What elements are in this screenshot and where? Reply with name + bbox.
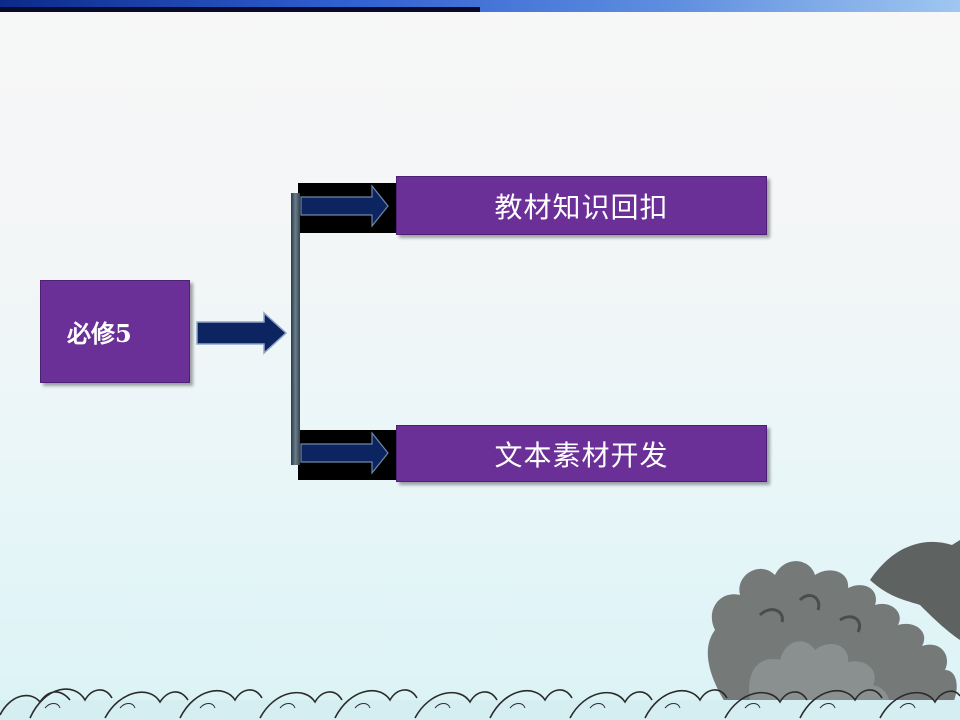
dragon-decoration-icon bbox=[707, 540, 960, 720]
main-topic-box[interactable]: 必修5 bbox=[40, 280, 190, 383]
wave-pattern-decoration bbox=[0, 688, 960, 720]
top-dark-stripe bbox=[0, 7, 480, 12]
topic-box-text-material[interactable]: 文本素材开发 bbox=[396, 425, 767, 482]
bracket-backing bbox=[298, 183, 396, 233]
bracket-bar bbox=[291, 193, 300, 465]
topic-label: 文本素材开发 bbox=[494, 438, 669, 472]
main-arrow-icon bbox=[196, 311, 288, 355]
branch-arrow-icon bbox=[300, 431, 389, 475]
bracket-backing-lower bbox=[298, 430, 396, 480]
main-topic-label: 必修5 bbox=[67, 319, 132, 348]
topic-label: 教材知识回扣 bbox=[494, 190, 669, 224]
branch-arrow-icon bbox=[300, 184, 389, 228]
topic-box-textbook-review[interactable]: 教材知识回扣 bbox=[396, 176, 767, 235]
